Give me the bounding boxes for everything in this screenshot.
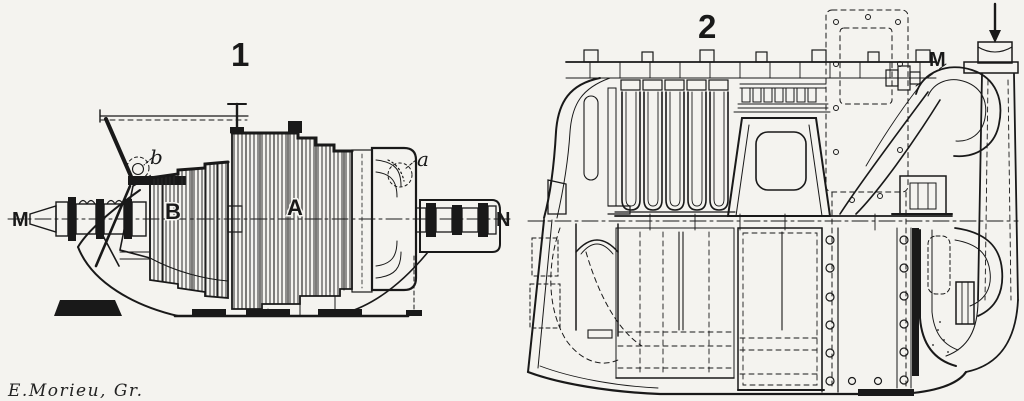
hull-outline [526,213,968,396]
lower-casing-and-base [54,189,410,318]
bearing-pedestal [891,175,953,215]
pedestal-frame [726,117,832,217]
inlet-flow-arrow [989,2,1001,43]
castellated-row [733,83,831,113]
drum-b [148,160,230,299]
label-detail-b: b [150,145,163,169]
label-inlet-m: M [929,49,946,71]
fig1-number: 1 [231,36,249,73]
top-rail [565,49,937,79]
exhaust-arm-curves [839,87,941,215]
label-detail-a: a [417,147,429,171]
figure-1-longitudinal-section: 1 M N B A b a [7,36,513,318]
fig2-number: 2 [698,8,716,45]
label-shaft-right: N [496,209,510,231]
lower-left-channel [529,223,643,364]
left-shaft-end [29,197,147,241]
shaft-stub [885,63,947,91]
label-drum-a: A [287,195,303,220]
label-drum-b: B [165,199,181,224]
lower-panel-left [615,227,735,379]
drum-a [230,121,354,310]
tube-bank [614,79,953,217]
top-datum-line [94,102,249,268]
inlet-pipe [945,41,1019,373]
right-elbow [912,227,1004,376]
left-casing-wall [543,77,631,219]
label-shaft-left: M [12,209,29,231]
engraver-signature: E.Morieu, Gr. [7,381,144,401]
bolted-flange-columns [821,227,912,393]
figure-2-transverse-section: 2 M [526,2,1019,396]
lower-panel-middle [737,227,825,391]
right-shaft-end [341,199,501,316]
inlet-volute [915,66,1002,158]
exhaust-end-casing [351,146,418,293]
